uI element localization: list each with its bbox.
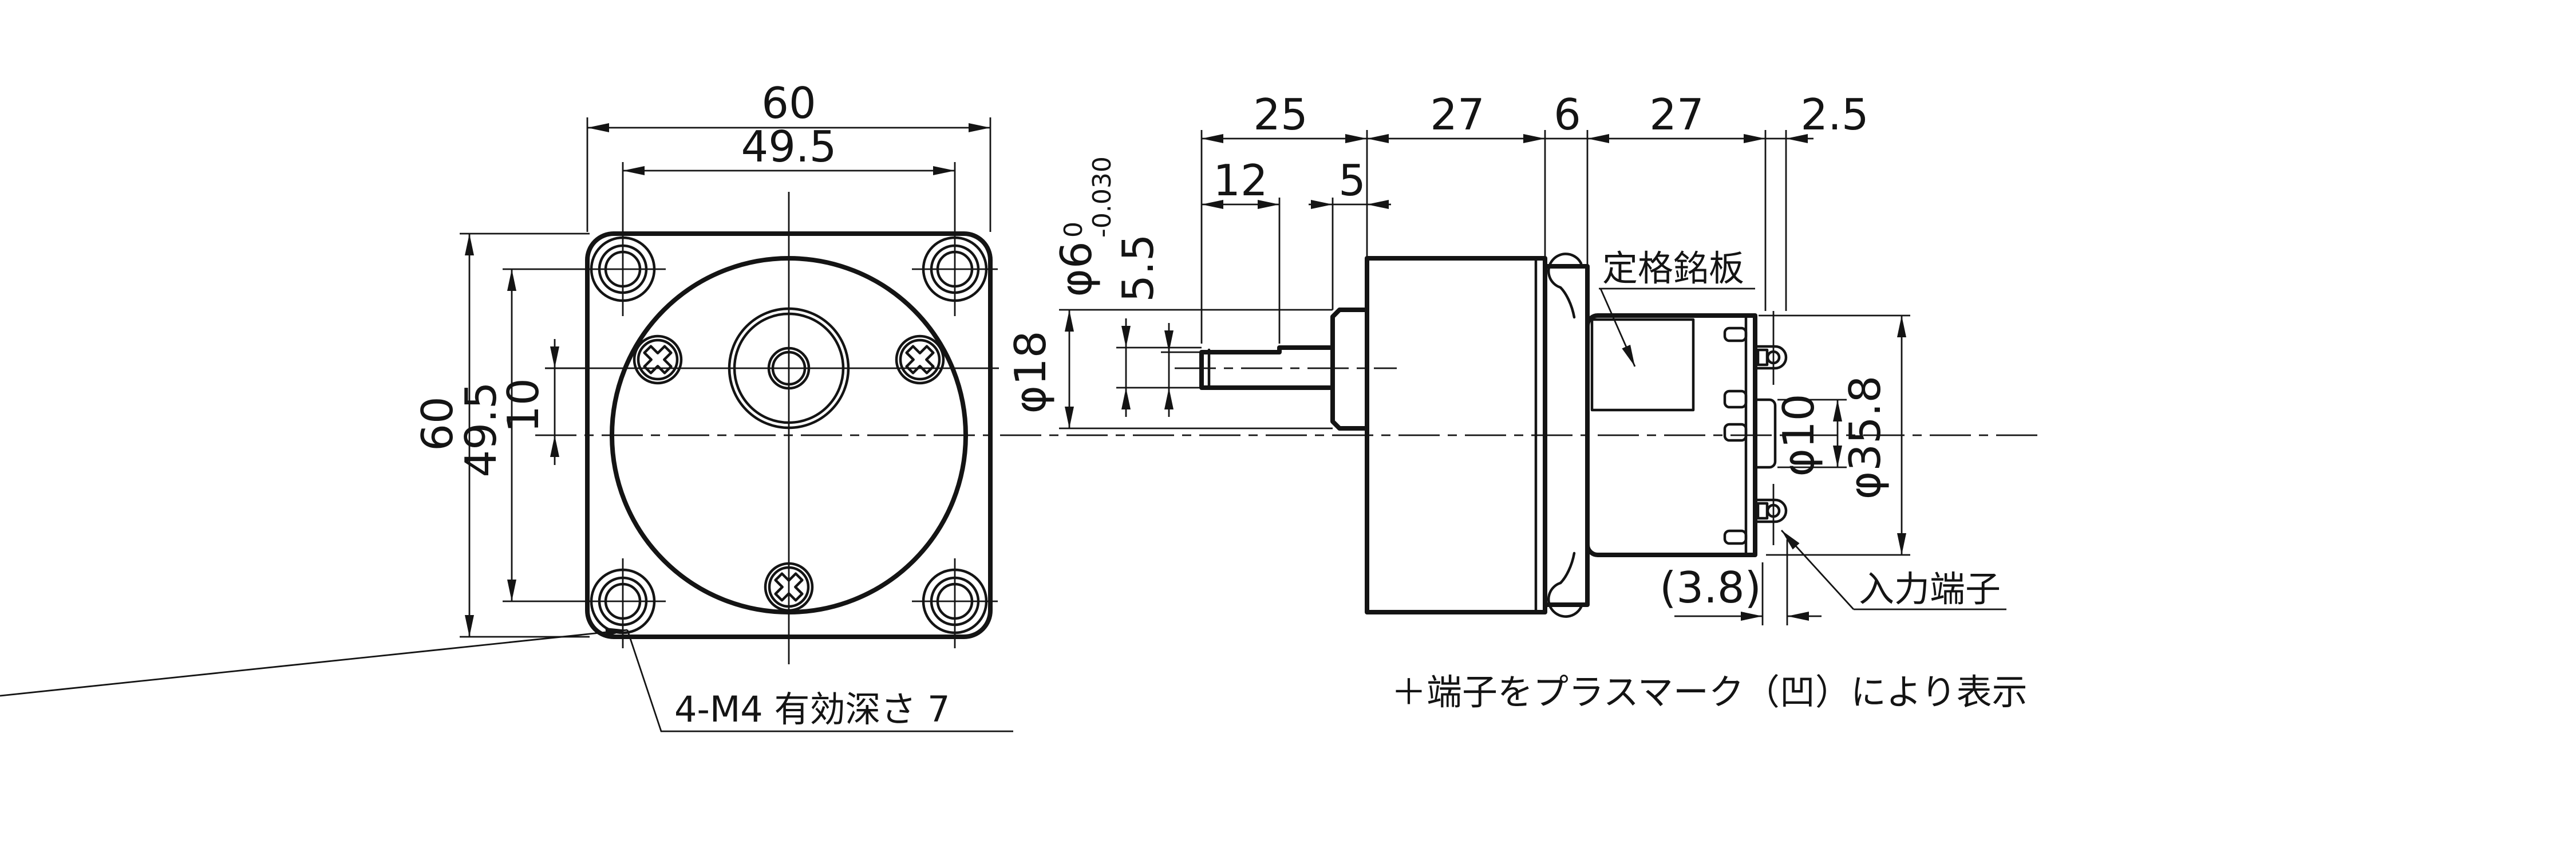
dim-label-adapter-length: 6 (1554, 89, 1581, 140)
dim-label-front-width-outer: 60 (761, 78, 816, 128)
dim-front-width-hole-pitch: 49.5 (622, 121, 956, 316)
input-terminal-lower (1753, 484, 1788, 545)
dim-motor-dia: φ35.8 (1759, 314, 1910, 556)
dim-label-gearhead-length: 27 (1430, 89, 1484, 140)
output-shaft-boss (728, 307, 850, 430)
dim-pilot-dia: φ18 (1005, 309, 1333, 430)
dim-label-shaft-dia: φ6 (1051, 241, 1101, 297)
phillips-screw-bottom (764, 562, 814, 612)
screw-head-curl-bottom (1547, 551, 1583, 618)
output-shaft-side (1199, 345, 1335, 390)
dim-label-front-shaft-offset: 10 (498, 378, 548, 432)
dim-label-pilot-length: 5 (1338, 155, 1366, 206)
front-view: 60 49.5 60 49.5 (0, 78, 1013, 732)
dim-front-width-outer: 60 (586, 78, 991, 232)
phillips-screw-left (633, 334, 683, 385)
dim-pilot-length: 5 (1309, 155, 1391, 209)
pilot-boss-side (1330, 308, 1369, 431)
side-view: 25 27 6 27 2.5 12 5 (1005, 89, 2006, 625)
dim-label-front-height-outer: 60 (412, 396, 463, 451)
nameplate-label-text: 定格銘板 (1602, 247, 1744, 289)
dim-label-shaft-flat-length: 12 (1213, 155, 1267, 206)
input-terminal-upper (1753, 311, 1788, 385)
rear-boss-side (1753, 398, 1777, 469)
dim-shaft-length: 25 (1202, 89, 1367, 143)
nameplate-label: 定格銘板 (1599, 247, 1755, 367)
dim-shaft-flat-length: 12 (1202, 155, 1279, 209)
dim-label-terminal-length: (3.8) (1660, 562, 1761, 613)
nameplate-rect (1590, 318, 1695, 412)
dim-label-rear-boss-dia: φ10 (1773, 394, 1824, 477)
dim-shaft-flat-height: 5.5 (1113, 234, 1202, 417)
dim-label-motor-length: 27 (1649, 89, 1704, 140)
dim-label-shaft-dia-tol-upper: 0 (1059, 222, 1088, 238)
terminal-block-teeth (1723, 326, 1748, 545)
screw-head-curl-top (1547, 253, 1583, 319)
dim-label-front-width-hole-pitch: 49.5 (741, 121, 837, 172)
dim-label-pilot-dia: φ18 (1005, 331, 1056, 414)
dim-label-shaft-flat-height: 5.5 (1113, 234, 1163, 302)
dim-gearhead-length: 27 (1367, 89, 1545, 143)
dim-label-shaft-length: 25 (1253, 89, 1307, 140)
dim-label-shaft-dia-tol-lower: -0.030 (1088, 156, 1117, 238)
input-terminal-label-text: 入力端子 (1859, 568, 2001, 610)
chain-extension-lines (1200, 130, 1787, 344)
dim-terminal-offset: 2.5 (1765, 89, 1869, 143)
input-terminal-label: 入力端子 (1780, 530, 2006, 610)
dim-rear-boss-dia: φ10 (1773, 394, 1847, 477)
dim-front-shaft-offset: 10 (498, 339, 590, 465)
dim-label-motor-dia: φ35.8 (1840, 376, 1890, 499)
dim-terminal-length: (3.8) (1660, 539, 1822, 625)
dim-front-height-outer: 60 (412, 233, 590, 638)
dim-shaft-dia: φ6 0 -0.030 (1051, 156, 1202, 417)
dim-label-terminal-offset: 2.5 (1800, 89, 1868, 140)
mounting-note-leader: 4-M4 有効深さ 7 (0, 628, 1013, 732)
dim-front-height-hole-pitch: 49.5 (456, 268, 580, 602)
dim-adapter-length: 6 (1545, 89, 1587, 140)
dim-label-front-height-hole-pitch: 49.5 (456, 382, 506, 478)
mounting-note-text: 4-M4 有効深さ 7 (674, 688, 950, 730)
centerlines (535, 367, 2038, 436)
phillips-screw-right (895, 334, 945, 385)
polarity-footnote: ＋端子をプラスマーク（凹）により表示 (1391, 671, 2028, 713)
mounting-hole-bottom-right (912, 558, 998, 648)
dim-motor-length: 27 (1587, 89, 1765, 143)
